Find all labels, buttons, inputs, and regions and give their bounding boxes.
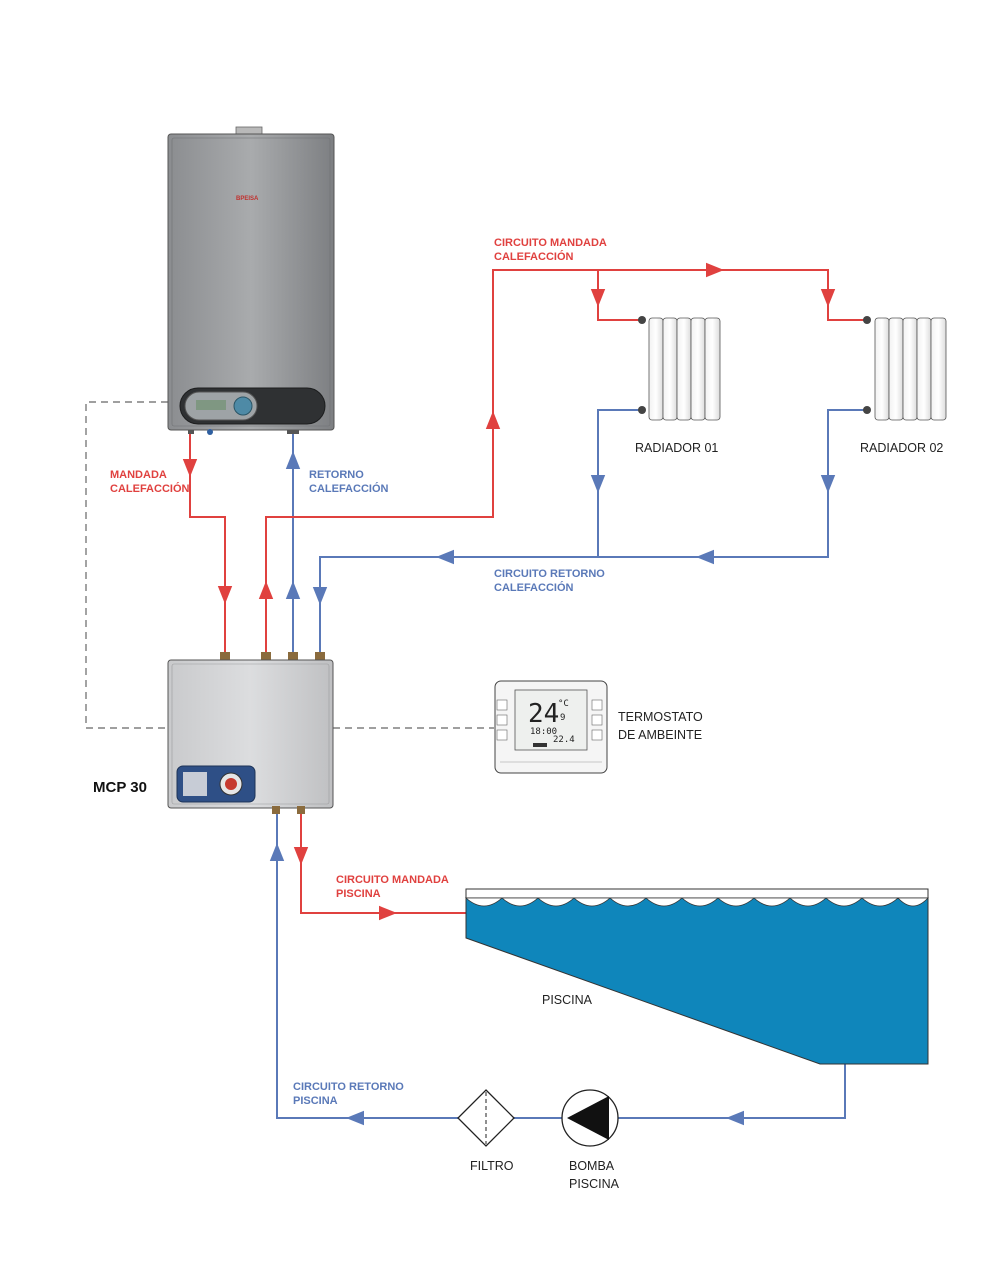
thermostat-program-button[interactable]	[496, 729, 508, 741]
filter-label: FILTRO	[470, 1159, 514, 1173]
pool-return-circuit	[269, 808, 846, 1126]
pool-supply-circuit	[293, 808, 466, 921]
boiler: BPEISA	[167, 126, 335, 435]
heating-supply-circuit	[258, 262, 865, 655]
thermostat-temperature-decimal: 9	[560, 713, 565, 723]
thermostat-menu-button[interactable]	[591, 699, 603, 711]
thermostat-time: 18:00	[530, 727, 557, 737]
circuito-mandada-calefaccion-label-line2: CALEFACCIÓN	[494, 250, 574, 263]
circuito-mandada-calefaccion-label-line1: CIRCUITO MANDADA	[494, 237, 607, 249]
pump-label-line2: PISCINA	[569, 1177, 620, 1191]
thermostat-temperature: 24	[528, 699, 559, 729]
radiator-01-label: RADIADOR 01	[635, 441, 718, 455]
pool	[464, 888, 929, 1065]
thermostat-mode-button[interactable]	[496, 699, 508, 711]
thermostat-label-line1: TERMOSTATO	[618, 710, 703, 724]
circuito-retorno-piscina-label-line1: CIRCUITO RETORNO	[293, 1081, 404, 1093]
circuito-retorno-calefaccion-label-line2: CALEFACCIÓN	[494, 581, 574, 594]
radiator-02-label: RADIADOR 02	[860, 441, 943, 455]
pool-label: PISCINA	[542, 993, 593, 1007]
pump-label-line1: BOMBA	[569, 1159, 615, 1173]
thermostat-unit: °C	[558, 699, 569, 709]
mcp-label: MCP 30	[93, 779, 147, 796]
thermostat-secondary-reading: 22.4	[553, 735, 575, 745]
thermostat-up-button[interactable]	[591, 714, 603, 726]
boiler-brand: BPEISA	[236, 196, 259, 202]
retorno-calefaccion-label-line2: CALEFACCIÓN	[309, 482, 389, 495]
retorno-calefaccion-label-line1: RETORNO	[309, 469, 364, 481]
boiler-supply-pipe	[182, 432, 233, 655]
pool-pump	[561, 1089, 619, 1147]
boiler-control-knob	[233, 396, 253, 416]
thermostat-down-button[interactable]	[591, 729, 603, 741]
control-wiring	[85, 401, 494, 729]
radiator-01	[638, 316, 721, 421]
filter	[457, 1089, 515, 1147]
room-thermostat: 24 9 °C 18:00 22.4	[494, 680, 608, 774]
thermostat-label-line2: DE AMBEINTE	[618, 728, 702, 742]
pool-water-surface	[464, 897, 929, 907]
mandada-calefaccion-label-line2: CALEFACCIÓN	[110, 482, 190, 495]
radiator-02	[863, 316, 947, 421]
circuito-mandada-piscina-label-line2: PISCINA	[336, 888, 381, 900]
circuito-retorno-calefaccion-label-line1: CIRCUITO RETORNO	[494, 568, 605, 580]
thermostat-power-button[interactable]	[496, 714, 508, 726]
mandada-calefaccion-label-line1: MANDADA	[110, 469, 167, 481]
heating-return-circuit	[312, 409, 865, 655]
mcp-unit	[167, 652, 334, 814]
circuito-retorno-piscina-label-line2: PISCINA	[293, 1095, 338, 1107]
circuito-mandada-piscina-label-line1: CIRCUITO MANDADA	[336, 874, 449, 886]
